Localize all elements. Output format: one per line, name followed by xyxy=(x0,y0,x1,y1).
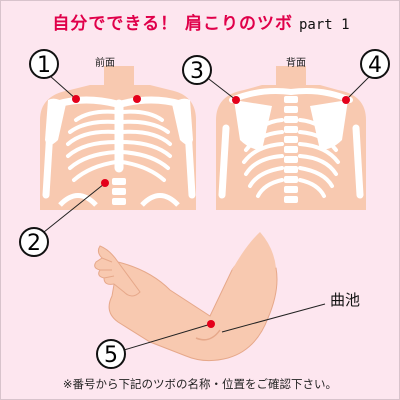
marker-1: 1 xyxy=(29,49,59,79)
page-title: 自分でできる！ 肩こりのツボ xyxy=(52,14,293,34)
point-5-dot xyxy=(207,320,215,328)
svg-text:3: 3 xyxy=(190,59,204,84)
marker-2: 2 xyxy=(19,227,49,257)
front-torso xyxy=(40,66,196,210)
svg-text:1: 1 xyxy=(37,53,51,78)
acupoint-dots xyxy=(72,95,350,328)
arm xyxy=(94,232,278,362)
footnote: ※番号から下記のツボの名称・位置をご確認下さい。 xyxy=(62,377,338,391)
point-2-dot xyxy=(101,179,109,187)
svg-text:5: 5 xyxy=(104,343,118,368)
marker-3: 3 xyxy=(182,55,212,85)
acupoint-name-label: 曲池 xyxy=(330,291,361,309)
front-view-label: 前面 xyxy=(95,58,115,69)
svg-text:2: 2 xyxy=(27,231,41,256)
back-torso xyxy=(216,66,366,210)
marker-4: 4 xyxy=(360,49,390,79)
part-label: part 1 xyxy=(299,17,350,33)
title-bar: 自分でできる！ 肩こりのツボ part 1 xyxy=(1,9,400,34)
pointer-lines xyxy=(38,73,373,351)
back-view-label: 背面 xyxy=(286,58,306,69)
marker-5: 5 xyxy=(96,339,126,369)
svg-text:4: 4 xyxy=(368,53,382,78)
point-3-dot xyxy=(232,96,240,104)
point-1-dot-right xyxy=(133,95,141,103)
point-1-dot-left xyxy=(72,95,80,103)
point-4-dot xyxy=(342,96,350,104)
